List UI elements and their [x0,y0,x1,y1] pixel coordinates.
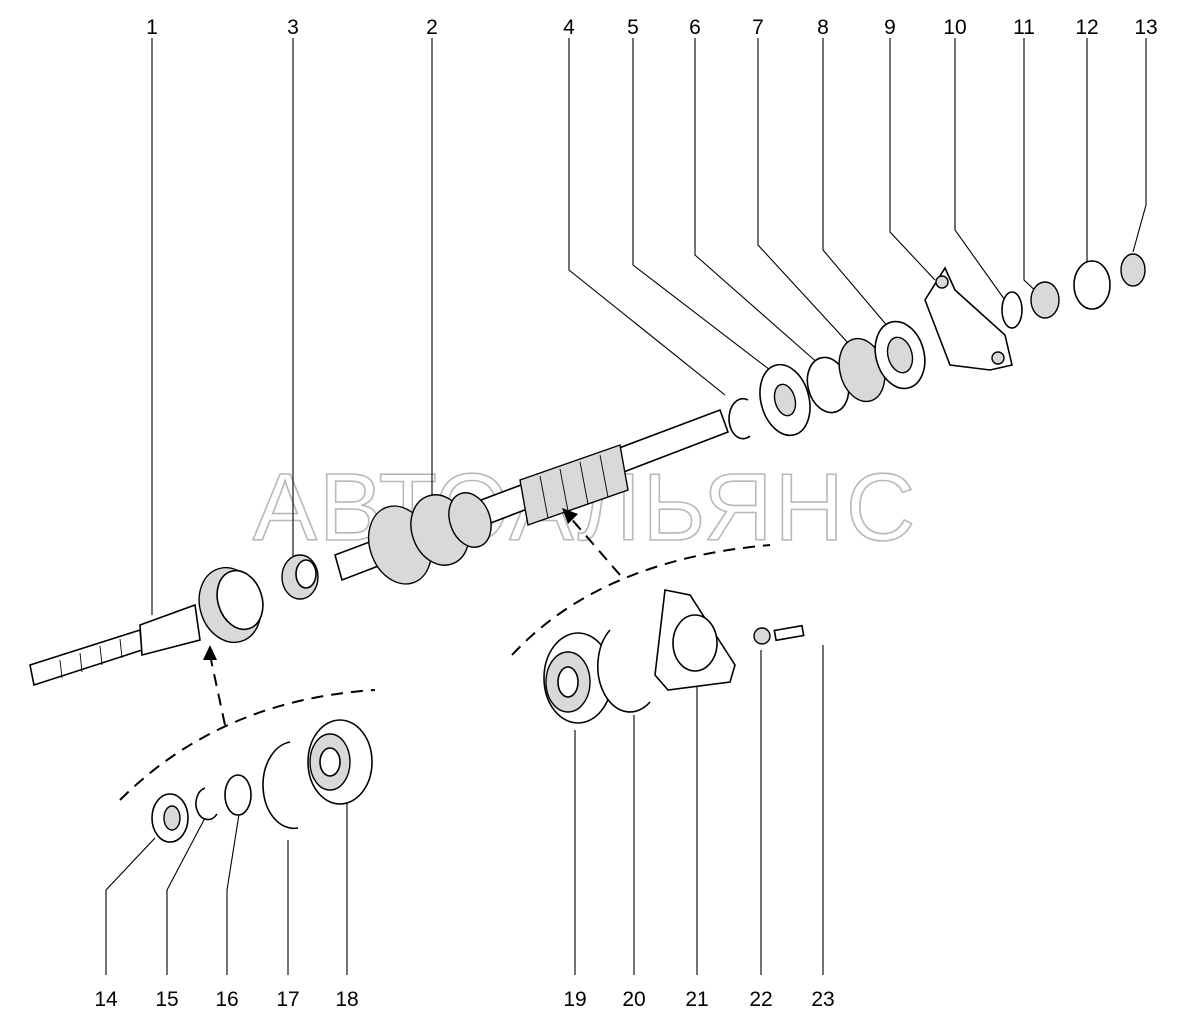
callout-19: 19 [563,988,586,1011]
right-group-arc [511,544,771,656]
callout-18: 18 [335,988,358,1011]
bottom-callout-numbers: 14 15 16 17 18 19 20 21 22 23 [94,988,834,1011]
callout-3: 3 [287,16,299,39]
callout-8: 8 [817,16,829,39]
top-callout-numbers: 1 3 2 4 5 6 7 8 9 10 11 12 13 [146,16,1158,39]
flange-bracket [924,266,1013,371]
callout-7: 7 [752,16,764,39]
callout-13: 13 [1134,16,1157,39]
shaft-end-parts [728,320,926,440]
callout-16: 16 [215,988,238,1011]
callout-12: 12 [1075,16,1098,39]
callout-14: 14 [94,988,118,1011]
needle-bearing [281,554,319,600]
left-group-arc [119,689,376,801]
callout-11: 11 [1013,16,1035,39]
callout-17: 17 [276,988,299,1011]
secondary-shaft [334,408,730,585]
callout-22: 22 [749,988,772,1011]
callout-10: 10 [943,16,966,39]
group-arrows [203,508,621,726]
callout-5: 5 [627,16,639,39]
callout-15: 15 [155,988,178,1011]
callout-2: 2 [426,16,438,39]
left-group-parts [151,719,373,843]
right-group-parts [543,589,805,724]
callout-6: 6 [689,16,701,39]
callout-1: 1 [146,16,158,39]
callout-23: 23 [811,988,834,1011]
callout-4: 4 [563,16,575,39]
callout-9: 9 [884,16,896,39]
callout-20: 20 [622,988,645,1011]
small-end-parts [1001,253,1146,329]
input-shaft [29,566,264,687]
bottom-leader-lines [105,645,824,975]
callout-21: 21 [685,988,708,1011]
